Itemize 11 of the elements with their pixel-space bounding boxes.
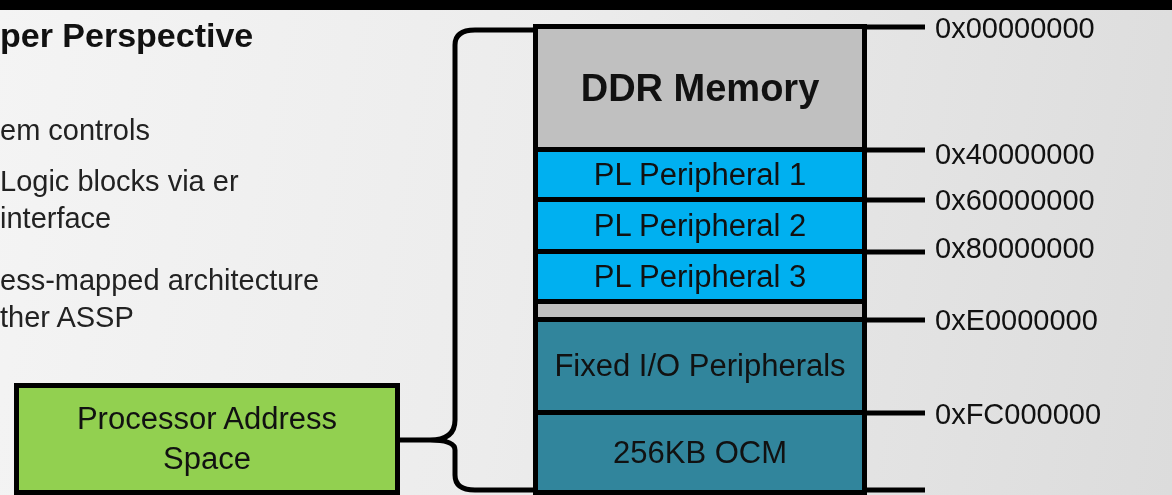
address-label: 0xFC000000	[935, 398, 1102, 430]
address-label: 0x60000000	[935, 184, 1095, 216]
slide-title: per Perspective	[0, 16, 254, 55]
bullet-text: Logic blocks via er interface	[0, 164, 240, 236]
address-label: 0x40000000	[935, 138, 1095, 170]
block-box: Processor Address Space	[14, 383, 400, 495]
bullet-text: em controls	[0, 113, 151, 148]
address-label: 0xE0000000	[935, 304, 1098, 336]
bullet-text: ess-mapped architecture ther ASSP	[0, 263, 321, 335]
address-label: 0x80000000	[935, 232, 1095, 264]
address-label: 0x00000000	[935, 12, 1095, 44]
